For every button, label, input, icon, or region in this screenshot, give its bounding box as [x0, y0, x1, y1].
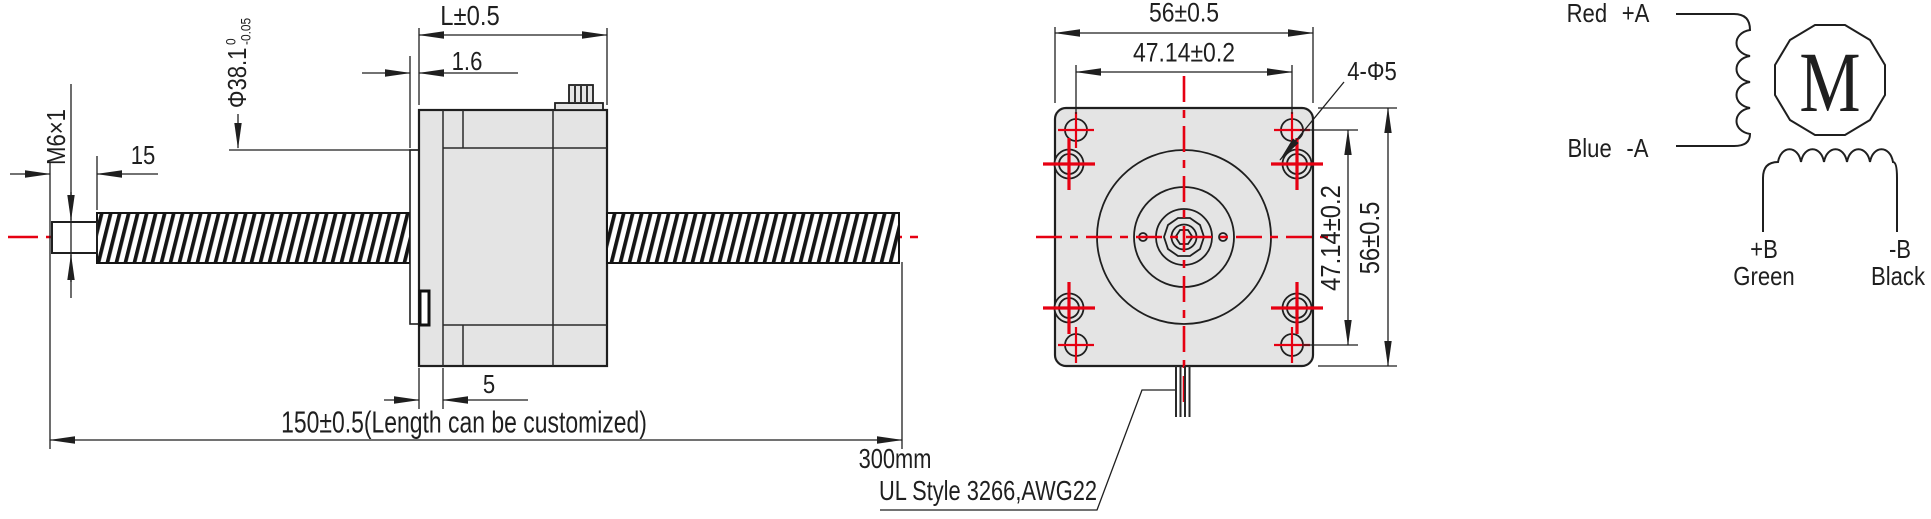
motor-circle: [1774, 24, 1886, 136]
fv-height-label: 56±0.5: [1354, 201, 1385, 275]
phase-a-pos-label: Red +A: [1566, 0, 1650, 28]
motor-body-side: [417, 108, 609, 368]
flange-thickness-label: 5: [482, 369, 496, 399]
phase-a-neg-label: Blue -A: [1567, 133, 1649, 163]
wire-spec-label: UL Style 3266,AWG22: [878, 475, 1098, 506]
front-view-drawing: [1036, 76, 1334, 417]
phase-b-neg-label: -B: [1888, 234, 1912, 264]
phase-b-coil: [1762, 148, 1898, 232]
tolerance-upper: 0: [222, 38, 239, 45]
motor-symbol: M: [1799, 34, 1861, 130]
dim-pilot-diameter: [229, 114, 419, 151]
lead-screw-left: [96, 212, 411, 264]
phase-b-pos-label: +B: [1750, 234, 1778, 264]
shaft-tip-m6: [51, 221, 98, 254]
tolerance-lower: -0.05: [238, 17, 254, 45]
side-view-drawing: [8, 84, 925, 368]
wiring-diagram-graphics: [1676, 13, 1898, 232]
lead-screw-right: [606, 212, 900, 264]
front-plate-slot: [418, 289, 431, 327]
phase-b-pos-color-label: Green: [1733, 261, 1795, 291]
m6-thread-label: M6×1: [41, 109, 71, 165]
fv-hole-spacing-v-label: 47.14±0.2: [1315, 185, 1346, 291]
mounting-holes-leader: [1279, 81, 1345, 161]
pilot-diameter-tolerance: 0-0.05: [222, 17, 255, 45]
pilot-boss: [409, 149, 420, 325]
wire-length-label: 300mm: [858, 443, 932, 474]
mounting-hole-crosshairs: [1058, 112, 1310, 363]
fv-hole-spacing-label: 47.14±0.2: [1133, 37, 1235, 68]
body-length-label: L±0.5: [440, 0, 500, 31]
lead-wires: [1175, 366, 1191, 417]
tip-length-label: 15: [130, 140, 156, 170]
phase-a-coil: [1676, 13, 1752, 147]
screw-length-label: 150±0.5(Length can be customized): [281, 404, 647, 440]
mounting-holes-label: 4-Φ5: [1347, 56, 1397, 86]
front-view-dimensions: [1054, 27, 1397, 367]
pilot-diameter-value: Φ38.1: [221, 47, 252, 109]
motor-body-seams: [442, 110, 607, 366]
connector-block: [554, 84, 604, 111]
phase-b-neg-color-label: Black: [1870, 261, 1926, 291]
screw-head-crosshairs: [1043, 138, 1323, 334]
wire-spec-leader: [880, 389, 1176, 511]
fv-width-label: 56±0.5: [1148, 0, 1220, 28]
pilot-height-label: 1.6: [451, 46, 483, 76]
side-view-dimensions: [10, 28, 1176, 511]
nut-polygon: [1163, 217, 1205, 257]
